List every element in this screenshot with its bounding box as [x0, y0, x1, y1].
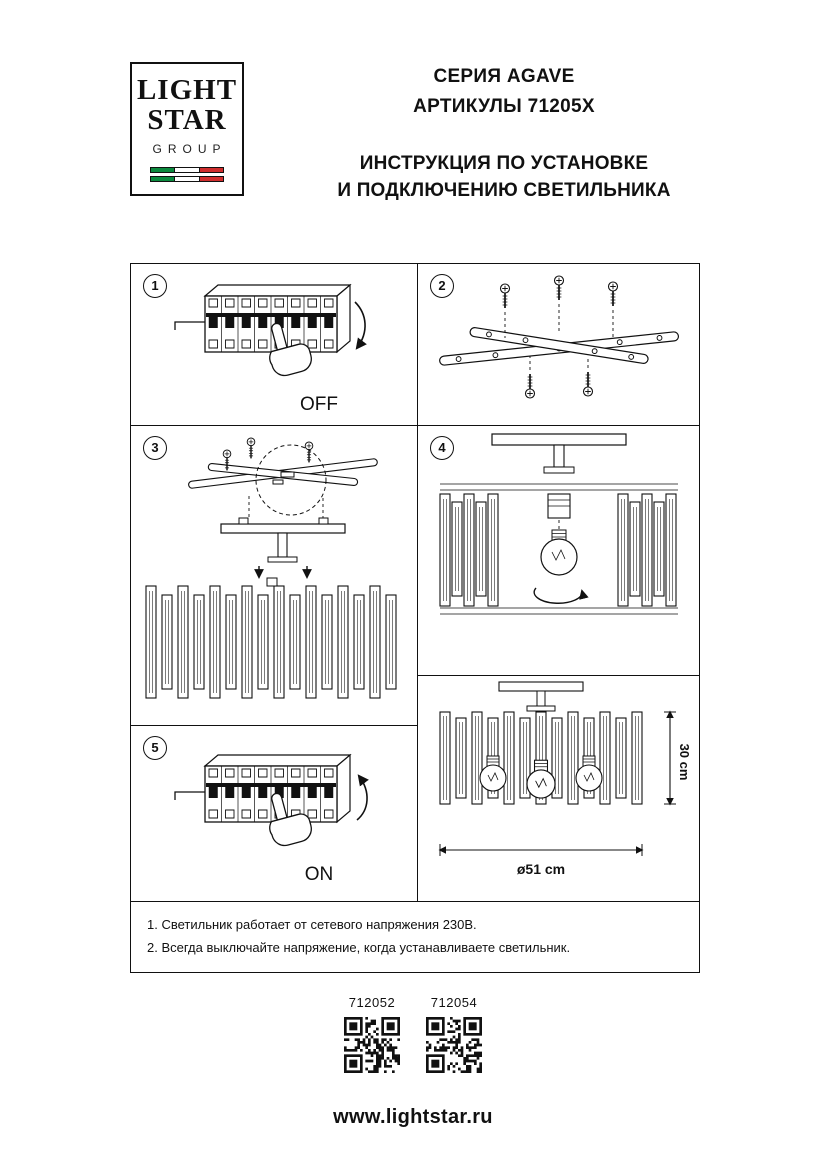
logo-flag-stripe-top — [150, 167, 224, 174]
step1-number: 1 — [143, 274, 167, 298]
panels-grid: 1 OFF 3 — [131, 264, 700, 901]
instruction-title-line2: И ПОДКЛЮЧЕНИЮ СВЕТИЛЬНИКА — [337, 179, 671, 201]
step1-breaker-off-illustration: OFF — [174, 284, 367, 415]
diameter-dimension-label: ø51 cm — [517, 861, 565, 877]
height-dimension-label: 30 cm — [677, 744, 692, 781]
panels-column-right: 2 — [418, 264, 700, 901]
logo-flag-stripe-bottom — [150, 176, 224, 183]
step4-number: 4 — [430, 436, 454, 460]
lightstar-logo: LIGHT STAR GROUP — [130, 62, 244, 196]
qr-item-712054: 712054 — [426, 995, 482, 1073]
qr-label: 712054 — [430, 995, 478, 1010]
qr-code-image — [344, 1017, 400, 1073]
step6-panel: 30 cm ø51 cm — [418, 676, 700, 901]
step2-brackets-illustration — [439, 275, 680, 399]
qr-item-712052: 712052 — [344, 995, 400, 1073]
step4-panel: 4 — [418, 426, 700, 676]
step3-panel: 3 — [131, 426, 417, 726]
step1-off-label: OFF — [300, 394, 338, 415]
step6-dimensions-illustration: 30 cm ø51 cm — [438, 681, 692, 877]
header: СЕРИЯ AGAVE АРТИКУЛЫ 71205X ИНСТРУКЦИЯ П… — [306, 66, 702, 205]
safety-notes: 1. Светильник работает от сетевого напря… — [131, 901, 699, 972]
logo-text-star: STAR — [147, 103, 227, 136]
step3-number: 3 — [143, 436, 167, 460]
step4-bulb-illustration — [439, 433, 678, 615]
step5-panel: 5 ON — [131, 726, 417, 901]
website-url: www.lightstar.ru — [333, 1106, 493, 1128]
instruction-panels: 1 OFF 3 — [130, 263, 700, 973]
step5-number: 5 — [143, 736, 167, 760]
step2-number: 2 — [430, 274, 454, 298]
step3-mounting-illustration — [145, 437, 397, 699]
series-title: СЕРИЯ AGAVE — [433, 66, 575, 87]
qr-section: 712052 712054 — [0, 995, 826, 1073]
step5-on-label: ON — [305, 864, 334, 885]
note-line-1: 1. Светильник работает от сетевого напря… — [147, 917, 477, 932]
instruction-title: ИНСТРУКЦИЯ ПО УСТАНОВКЕ И ПОДКЛЮЧЕНИЮ СВ… — [306, 151, 702, 205]
step1-panel: 1 OFF — [131, 264, 417, 426]
panels-column-left: 1 OFF 3 — [131, 264, 418, 901]
step2-panel: 2 — [418, 264, 700, 426]
instruction-title-line1: ИНСТРУКЦИЯ ПО УСТАНОВКЕ — [359, 153, 649, 174]
step5-breaker-on-illustration: ON — [174, 754, 369, 885]
qr-code-image — [426, 1017, 482, 1073]
note-line-2: 2. Всегда выключайте напряжение, когда у… — [147, 939, 571, 955]
logo-text-light: LIGHT — [136, 73, 238, 106]
logo-text-group: GROUP — [152, 142, 227, 157]
qr-label: 712052 — [348, 995, 396, 1010]
articles-title: АРТИКУЛЫ 71205X — [413, 96, 595, 117]
